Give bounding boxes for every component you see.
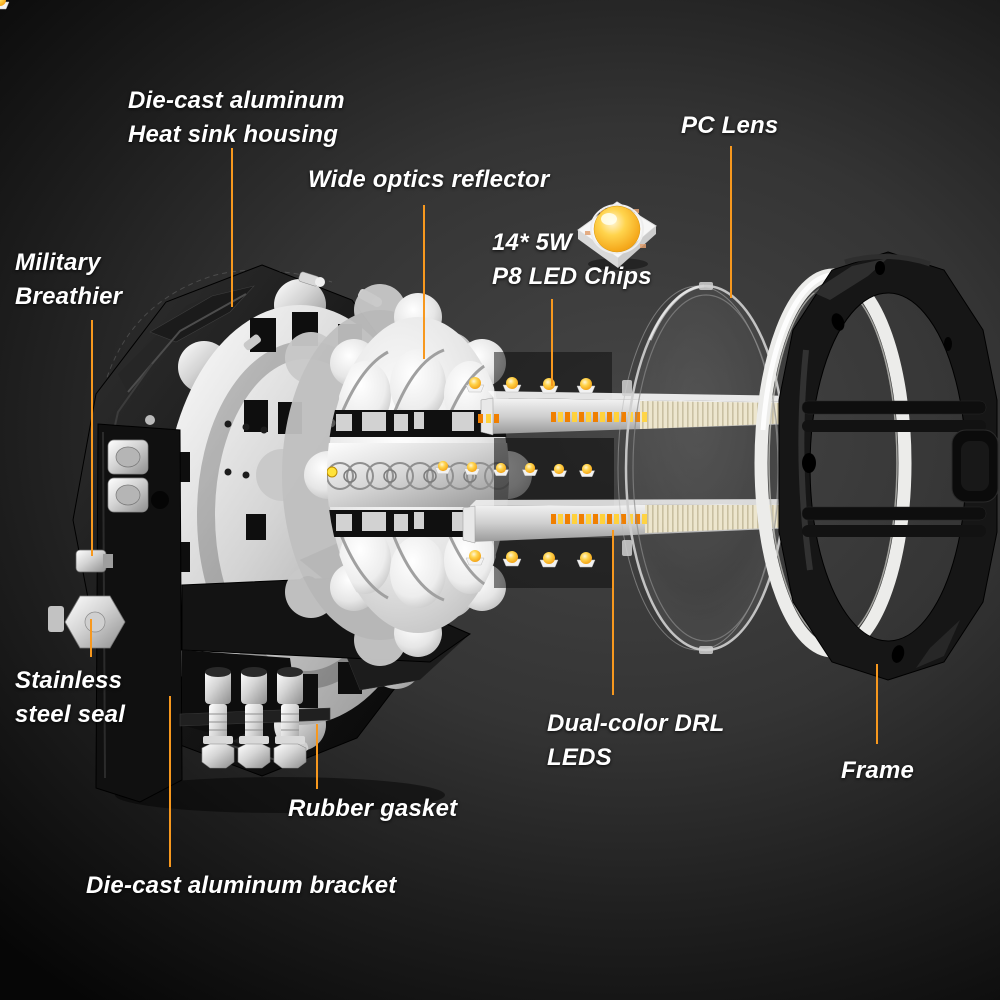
ground-shadow [115, 777, 445, 813]
frame-crossbar [802, 525, 986, 537]
frame-guard-part [778, 251, 999, 681]
led-chip-icon [577, 201, 657, 270]
leader-lines [90, 146, 878, 867]
label-wide-optics-reflector: Wide optics reflector [308, 166, 550, 193]
reflector-part [256, 284, 532, 666]
label-heat-sink-housing: Die-cast aluminum Heat sink housing [128, 87, 345, 148]
frame-crossbar [801, 400, 987, 415]
label-pc-lens: PC Lens [681, 112, 779, 139]
frame-crossbar [801, 506, 987, 521]
label-rubber-gasket: Rubber gasket [288, 795, 458, 822]
pc-lens-part [617, 282, 788, 654]
stainless-steel-seal-bolt [48, 595, 126, 649]
label-die-cast-aluminum-bracket: Die-cast aluminum bracket [86, 872, 397, 899]
drl-led-row-top [551, 412, 647, 422]
bracket-screws [179, 667, 331, 769]
label-frame: Frame [841, 757, 915, 784]
label-led-chips: 14* 5W P8 LED Chips [492, 229, 652, 290]
label-military-breathier: Military Breathier [15, 249, 123, 310]
label-dual-color-drl-leds: Dual-color DRL LEDS [547, 710, 725, 771]
mounting-bracket-part [48, 423, 472, 803]
label-stainless-steel-seal: Stainless steel seal [15, 667, 126, 728]
frame-crossbar [802, 420, 986, 432]
